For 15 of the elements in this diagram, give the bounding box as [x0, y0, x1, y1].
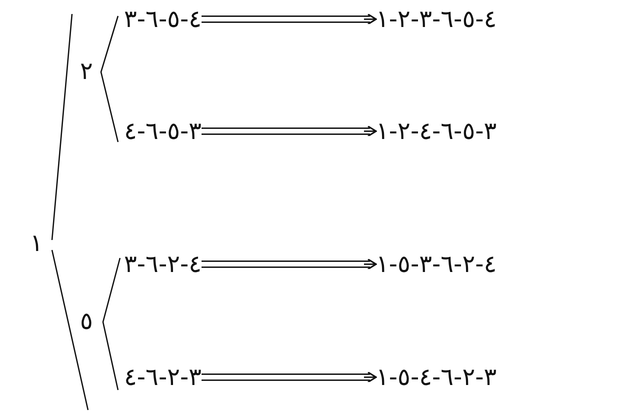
- node-label: ١-٢-٣-٦-٥-٤: [376, 6, 497, 32]
- double-arrow: [200, 258, 377, 270]
- node-label: ١-٢-٤-٦-٥-٣: [376, 118, 497, 144]
- node-label: ١: [30, 230, 43, 256]
- node-label: ٣-٦-٢-٤: [124, 251, 202, 278]
- double-arrow: [200, 125, 377, 137]
- node-label: ٤-٦-٥-٣: [124, 118, 202, 144]
- node-label: ٤-٦-٢-٣: [124, 364, 202, 390]
- node-label: ٢: [80, 58, 93, 84]
- node-label: ١-٥-٤-٦-٢-٣: [376, 364, 497, 390]
- node-label: ١-٥-٣-٦-٢-٤: [376, 251, 497, 278]
- double-arrow: [200, 13, 377, 25]
- node-label: ٣-٦-٥-٤: [124, 6, 202, 32]
- double-arrow: [200, 371, 377, 383]
- node-label: ٥: [80, 308, 93, 334]
